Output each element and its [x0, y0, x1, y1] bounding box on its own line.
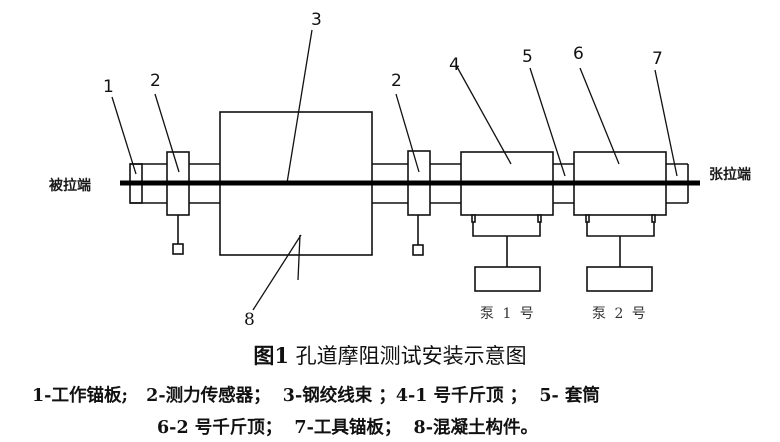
callout-2-left: 2: [150, 71, 161, 91]
pump-1-label: 泵 1 号: [480, 306, 536, 322]
figure-caption: 图1 孔道摩阻测试安装示意图: [0, 340, 780, 370]
pump-1-box: [474, 266, 541, 292]
passive-end-label: 被拉端: [49, 178, 91, 194]
callout-7: 7: [652, 49, 663, 69]
load-cell-right: [407, 150, 431, 256]
sleeve: [553, 163, 574, 204]
pump-2-label: 泵 2 号: [592, 306, 648, 322]
callout-4: 4: [449, 55, 460, 75]
callout-2-right: 2: [391, 71, 402, 91]
callout-5: 5: [522, 47, 533, 67]
legend-line-1: 1-工作锚板; 2-测力传感器； 3-钢绞线束 ；4-1 号千斤顶 ； 5- 套…: [32, 386, 600, 406]
legend-line-2: 6-2 号千斤顶； 7-工具锚板； 8-混凝土构件。: [157, 418, 538, 438]
tension-end-label: 张拉端: [709, 167, 751, 183]
figure-number: 图1: [253, 343, 289, 368]
callout-8: 8: [244, 310, 255, 330]
pump-2-box: [586, 266, 653, 292]
jack-2: [573, 151, 667, 292]
sensor-connector-right: [412, 244, 424, 256]
callout-3: 3: [311, 10, 322, 30]
figure-title: 孔道摩阻测试安装示意图: [295, 344, 527, 368]
callout-1: 1: [103, 77, 114, 97]
callout-6: 6: [573, 44, 584, 64]
friction-test-diagram: [111, 29, 700, 311]
sensor-connector-left: [172, 243, 184, 255]
leader-lines: [111, 29, 678, 311]
jack-1: [460, 151, 554, 292]
